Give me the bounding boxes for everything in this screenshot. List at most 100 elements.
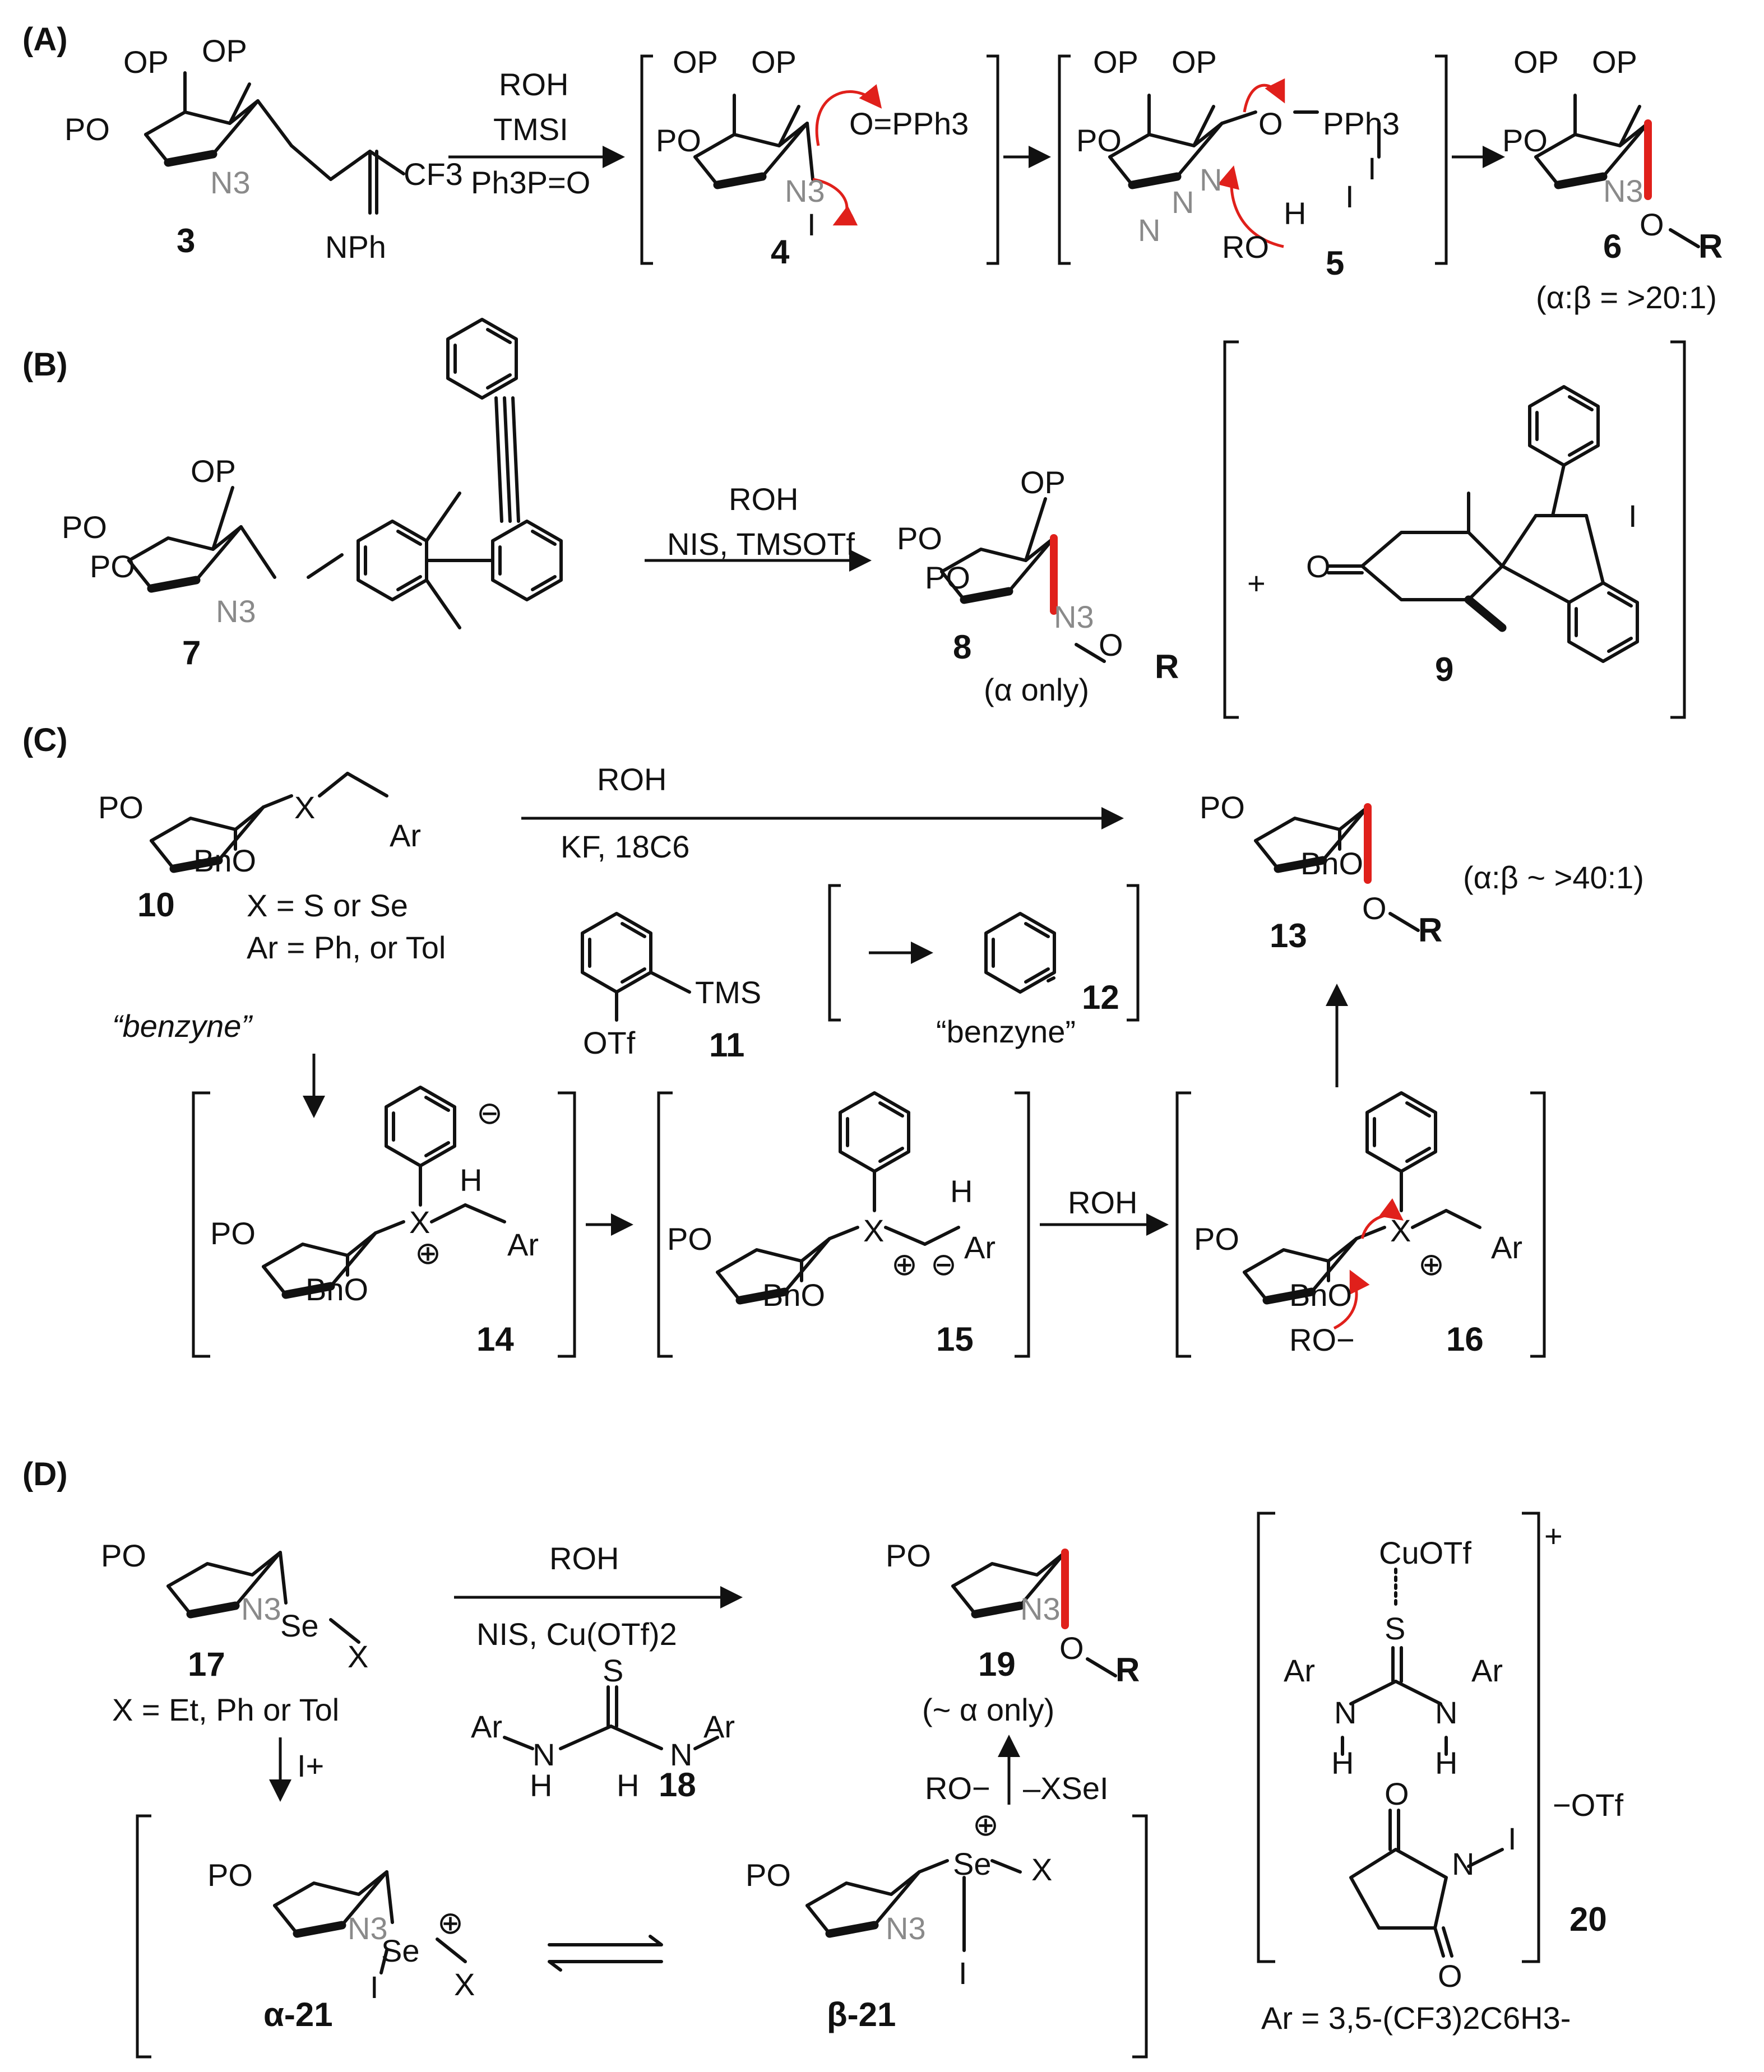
compound-13 [1256,807,1420,932]
c13-selectivity: (α:β ~ >40:1) [1463,860,1644,895]
b21-se: Se [953,1846,992,1881]
c3-cf3: CF3 [404,156,463,192]
compound-20 [1341,1568,1504,1958]
bracket-4-right [987,54,999,265]
c20-charge: + [1544,1518,1563,1554]
c13-o: O [1362,891,1387,926]
c10-number: 10 [137,886,175,924]
c16-ar: Ar [1491,1230,1522,1265]
c8-o: O [1099,627,1123,662]
c11-number: 11 [709,1026,744,1064]
c15-po: PO [667,1221,712,1257]
c16-number: 16 [1446,1320,1484,1358]
c4-op2: OP [751,44,797,80]
panel-b: (B) OP PO PO N3 7 ROH NIS, TMSOTf [22,319,1686,719]
c8-r: R [1155,648,1179,685]
a21-label: α-21 [263,1996,333,2033]
c10-bno: BnO [193,843,256,878]
c8-selectivity: (α only) [984,672,1089,707]
c15-h: H [950,1174,973,1209]
c5-op1: OP [1093,44,1138,80]
c3-n3: N3 [210,165,251,200]
bracket-20-right [1522,1512,1540,1963]
c10-note-ar: Ar = Ph, or Tol [247,930,446,965]
a21-plus: ⊕ [437,1905,464,1940]
compound-6 [1536,94,1700,248]
c10-ar: Ar [390,818,421,853]
c7-po1: PO [62,509,107,545]
c18-s: S [603,1653,623,1688]
c20-ar1: Ar [1284,1653,1315,1688]
c8-po1: PO [897,521,942,556]
compound-9 [1327,387,1637,661]
c17-n3: N3 [241,1591,281,1626]
c20-o2: O [1438,1958,1462,1994]
c20-n1: N [1334,1695,1356,1730]
bracket-21-left [136,1814,151,2059]
c5-h: H [1284,196,1306,231]
c14-x: X [409,1204,430,1240]
c18-ar1: Ar [471,1709,502,1744]
compound-3 [146,71,405,215]
c18-h1: H [530,1768,552,1803]
c5-ro: RO [1222,229,1269,265]
c3-po: PO [64,112,110,147]
c17-number: 17 [188,1645,225,1683]
c18-number: 18 [659,1766,696,1804]
compound-5 [1110,94,1381,185]
c4-po: PO [656,123,701,158]
c12-note: “benzyne” [936,1014,1076,1049]
c5-n3: N [1200,162,1222,197]
a21-x: X [454,1967,475,2002]
bracket-14-right [558,1091,576,1358]
panel-a: (A) OP OP PO N3 CF3 NPh 3 ROH TMSI Ph3P=… [22,21,1723,315]
c15-plus: ⊕ [891,1246,918,1282]
c7-number: 7 [182,634,201,671]
c9-number: 9 [1435,651,1453,688]
bracket-21-right [1132,1814,1148,2059]
equilibrium-arrows [548,1935,663,1972]
c6-number: 6 [1603,228,1622,265]
b21-label: β-21 [827,1996,896,2033]
c20-note: Ar = 3,5-(CF3)2C6H3- [1261,2000,1571,2036]
c8-op: OP [1020,465,1066,500]
bracket-15-left [657,1091,673,1358]
benzyne-ring [986,914,1054,992]
c4-i: I [807,207,816,242]
c11-otf: OTf [583,1025,636,1060]
c9-o: O [1306,549,1331,584]
b21-x: X [1031,1852,1052,1887]
c11-tms: TMS [695,975,761,1010]
bracket-5-right [1435,54,1448,265]
c15-ar: Ar [964,1230,996,1265]
bracket-14-left [192,1091,210,1358]
c14-po: PO [210,1216,256,1251]
c17-se: Se [280,1608,319,1643]
a21-prefix: α- [263,1996,295,2033]
c16-ro: RO− [1289,1322,1355,1357]
c18-n2: N [670,1737,692,1772]
c20-s: S [1385,1611,1405,1646]
panel-d: (D) PO N3 Se X 17 X = Et, Ph or Tol ROH … [22,1456,1623,2059]
c11-ring [582,914,651,992]
c5-n2: N [1172,184,1194,220]
compound-17 [168,1552,360,1644]
c20-ar2: Ar [1471,1653,1503,1688]
c17-note: X = Et, Ph or Tol [112,1692,339,1727]
c6-o: O [1640,207,1664,242]
a-reagent-roh: ROH [499,67,568,102]
arrow-4b [812,178,858,226]
c20-i: I [1508,1821,1517,1856]
c14-h: H [460,1162,482,1198]
c15-x: X [863,1213,884,1248]
d-reagent-roh: ROH [549,1541,619,1576]
c5-pph3: PPh3 [1323,106,1400,141]
c15-bno: BnO [762,1277,825,1313]
c19-po: PO [886,1538,931,1573]
c6-n3: N3 [1603,173,1643,208]
c-benzyne-label: “benzyne” [112,1008,253,1044]
c5-po: PO [1076,123,1122,158]
c7-biaryl-ring [493,521,561,600]
c15-phenyl [840,1093,909,1171]
bracket-4-left [640,54,653,265]
